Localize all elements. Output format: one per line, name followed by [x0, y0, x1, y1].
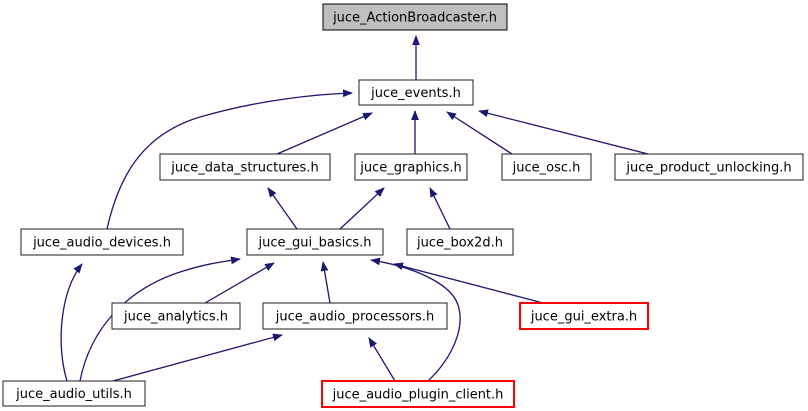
edge-juce-data-structures-to-juce-events [276, 112, 373, 155]
node-box-juce-gui-basics [246, 228, 384, 256]
node-box-juce-box2d [406, 228, 514, 256]
edge-juce-audio-utils-to-juce-audio-devices [60, 263, 83, 382]
node-label-juce-analytics: juce_analytics.h [123, 310, 228, 325]
node-box-juce-audio-utils [2, 380, 146, 407]
node-juce-osc[interactable]: juce_osc.h [501, 153, 592, 181]
node-box-juce-audio-processors [262, 302, 448, 330]
node-juce-audio-utils[interactable]: juce_audio_utils.h [2, 380, 146, 407]
node-juce-product-unlocking[interactable]: juce_product_unlocking.h [614, 153, 804, 181]
node-juce-data-structures[interactable]: juce_data_structures.h [159, 153, 331, 181]
node-label-juce-product-unlocking: juce_product_unlocking.h [625, 161, 791, 176]
node-juce-graphics[interactable]: juce_graphics.h [354, 153, 468, 181]
node-box-juce-actionbroadcaster [322, 3, 508, 31]
node-box-juce-data-structures [159, 153, 331, 181]
node-label-juce-audio-processors: juce_audio_processors.h [275, 310, 434, 325]
node-juce-audio-processors[interactable]: juce_audio_processors.h [262, 302, 448, 330]
node-juce-gui-basics[interactable]: juce_gui_basics.h [246, 228, 384, 256]
node-juce-audio-plugin-client[interactable]: juce_audio_plugin_client.h [321, 380, 515, 408]
node-label-juce-actionbroadcaster: juce_ActionBroadcaster.h [332, 11, 497, 26]
node-juce-actionbroadcaster: juce_ActionBroadcaster.h [322, 3, 508, 31]
edge-juce-audio-devices-to-juce-events [106, 89, 353, 230]
edge-juce-analytics-to-juce-gui-basics [204, 262, 275, 304]
edge-juce-box2d-to-juce-graphics [429, 187, 451, 230]
node-label-juce-audio-utils: juce_audio_utils.h [15, 387, 132, 402]
node-box-juce-product-unlocking [614, 153, 804, 181]
edge-juce-audio-processors-to-juce-gui-basics [320, 261, 331, 304]
node-box-juce-audio-devices [20, 228, 184, 256]
node-label-juce-gui-extra: juce_gui_extra.h [530, 310, 637, 325]
edge-juce-osc-to-juce-events [446, 111, 513, 155]
node-label-juce-box2d: juce_box2d.h [416, 236, 503, 251]
node-label-juce-osc: juce_osc.h [512, 161, 581, 176]
edge-juce-audio-utils-to-juce-audio-processors [112, 333, 283, 382]
node-label-juce-gui-basics: juce_gui_basics.h [258, 236, 372, 251]
edges-layer [60, 35, 649, 382]
node-juce-events[interactable]: juce_events.h [358, 79, 474, 106]
node-label-juce-data-structures: juce_data_structures.h [170, 161, 318, 176]
node-box-juce-graphics [354, 153, 468, 181]
edge-juce-gui-basics-to-juce-graphics [339, 187, 385, 230]
edge-juce-audio-plugin-client-to-juce-audio-processors [368, 337, 396, 382]
node-label-juce-audio-devices: juce_audio_devices.h [32, 236, 171, 251]
node-juce-box2d[interactable]: juce_box2d.h [406, 228, 514, 256]
node-label-juce-audio-plugin-client: juce_audio_plugin_client.h [332, 388, 504, 403]
edge-juce-audio-plugin-client-to-juce-gui-basics [370, 257, 461, 382]
node-label-juce-graphics: juce_graphics.h [359, 161, 461, 176]
nodes-layer: juce_ActionBroadcaster.h juce_events.hjuc… [2, 3, 804, 408]
edge-juce-audio-utils-to-juce-gui-basics [79, 256, 241, 382]
node-box-juce-events [358, 79, 474, 106]
node-box-juce-gui-extra [519, 302, 649, 330]
node-juce-gui-extra[interactable]: juce_gui_extra.h [519, 302, 649, 330]
edge-juce-gui-extra-to-juce-gui-basics [393, 262, 544, 304]
node-box-juce-analytics [111, 302, 241, 330]
node-juce-analytics[interactable]: juce_analytics.h [111, 302, 241, 330]
edge-juce-product-unlocking-to-juce-events [478, 109, 649, 155]
node-juce-audio-devices[interactable]: juce_audio_devices.h [20, 228, 184, 256]
node-box-juce-audio-plugin-client [321, 380, 515, 408]
edge-juce-gui-basics-to-juce-data-structures [267, 187, 298, 230]
node-label-juce-events: juce_events.h [370, 86, 461, 101]
node-box-juce-osc [501, 153, 592, 181]
